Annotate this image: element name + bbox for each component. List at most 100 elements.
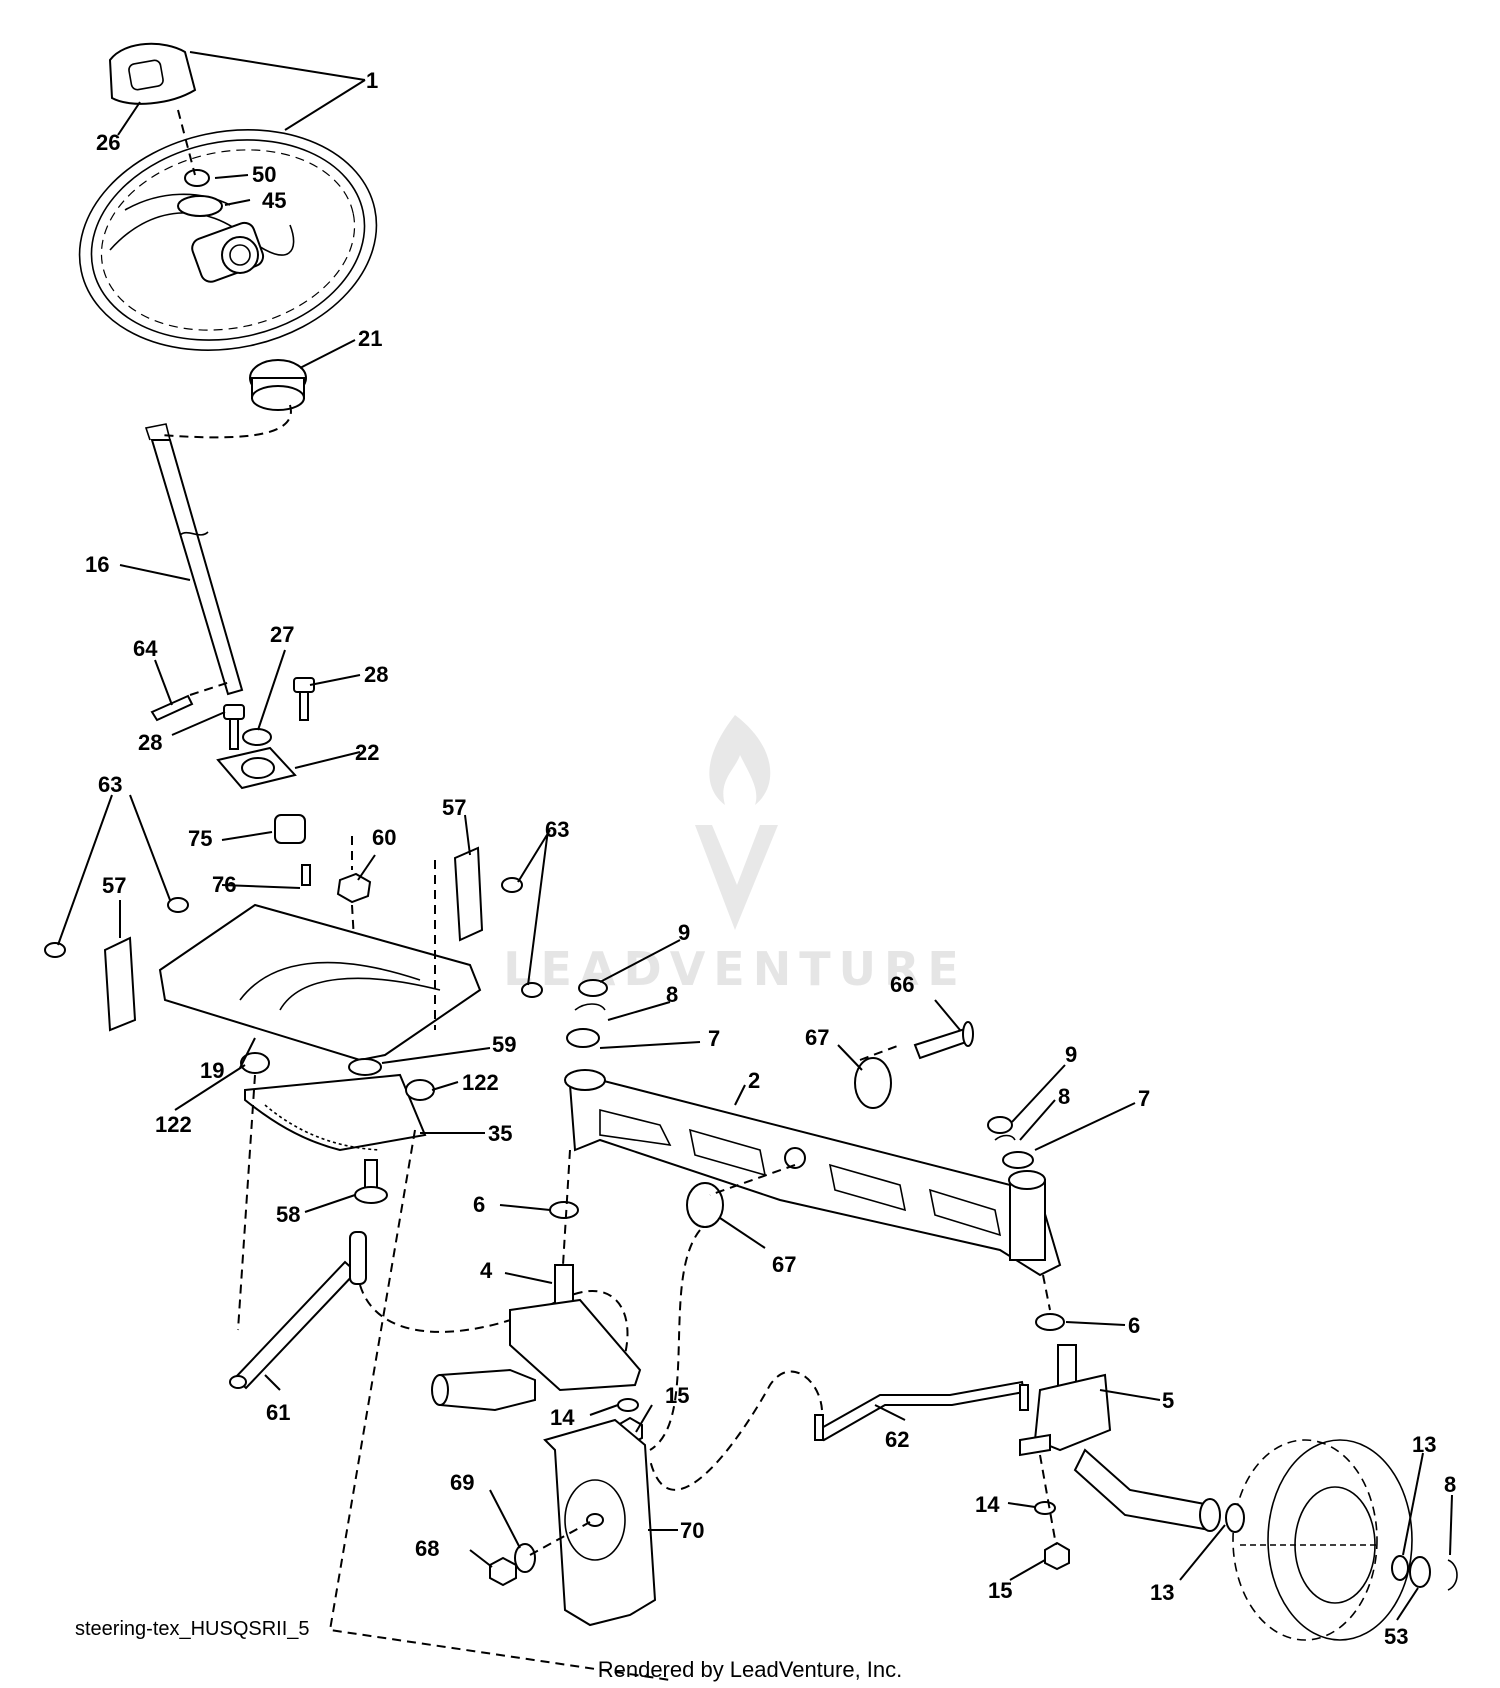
nut-60 xyxy=(336,872,372,904)
callout-67-bottom: 67 xyxy=(772,1252,796,1277)
callout-122-left: 122 xyxy=(155,1112,192,1137)
callout-19: 19 xyxy=(200,1058,224,1083)
tie-rod-62 xyxy=(814,1380,1029,1442)
steering-wheel xyxy=(78,129,378,351)
callout-35: 35 xyxy=(488,1121,512,1146)
callout-61: 61 xyxy=(266,1400,290,1425)
callout-8-left: 8 xyxy=(666,982,678,1007)
washers-9-8-7 xyxy=(566,979,1034,1169)
bolt-28-right xyxy=(293,677,315,721)
callout-50: 50 xyxy=(252,162,276,187)
front-wheel xyxy=(1232,1439,1413,1641)
callout-9-left: 9 xyxy=(678,920,690,945)
callout-16: 16 xyxy=(85,552,109,577)
dash-adapter-to-shaft xyxy=(159,404,292,439)
dash-gear-right xyxy=(328,1129,671,1681)
gear-75 xyxy=(274,814,306,844)
dash-axle-left-down xyxy=(562,1149,571,1266)
callout-28-left: 28 xyxy=(138,730,162,755)
washer-14-left xyxy=(617,1398,639,1412)
callout-7-left: 7 xyxy=(708,1026,720,1051)
callout-13-bottom: 13 xyxy=(1150,1580,1174,1605)
callout-57-right: 57 xyxy=(442,795,466,820)
nut-50 xyxy=(184,169,210,187)
callout-4: 4 xyxy=(480,1258,493,1283)
callout-8-right: 8 xyxy=(1058,1084,1070,1109)
washers-13-53-clip-8 xyxy=(1225,1503,1458,1591)
adapter-21 xyxy=(249,359,307,411)
diagram-caption: steering-tex_HUSQSRII_5 xyxy=(75,1618,310,1640)
callout-58: 58 xyxy=(276,1202,300,1227)
bushing-22 xyxy=(216,746,297,790)
callout-8-wheel: 8 xyxy=(1444,1472,1456,1497)
screw-76 xyxy=(301,864,311,886)
bolt-66 xyxy=(913,1021,974,1060)
spacers-67 xyxy=(686,1057,892,1228)
callout-63-left: 63 xyxy=(98,772,122,797)
front-axle-2 xyxy=(564,1069,1062,1277)
deflector-70 xyxy=(543,1418,657,1627)
callout-60: 60 xyxy=(372,825,396,850)
callout-68: 68 xyxy=(415,1536,439,1561)
bolt-28-left xyxy=(223,704,245,750)
callout-14-left: 14 xyxy=(550,1405,575,1430)
callout-67-top: 67 xyxy=(805,1025,829,1050)
steering-shaft xyxy=(144,423,244,696)
watermark-v-icon xyxy=(695,825,778,930)
callout-14-right: 14 xyxy=(975,1492,1000,1517)
bolts-63 xyxy=(44,877,543,998)
callout-66: 66 xyxy=(890,972,914,997)
callout-7-right: 7 xyxy=(1138,1086,1150,1111)
steering-plate-19 xyxy=(158,903,482,1062)
steering-wheel-cap xyxy=(108,42,197,105)
callout-6-left: 6 xyxy=(473,1192,485,1217)
render-credit: Rendered by LeadVenture, Inc. xyxy=(598,1657,903,1682)
callout-45: 45 xyxy=(262,188,286,213)
bolt-68 xyxy=(489,1556,517,1587)
callout-15-left: 15 xyxy=(665,1383,689,1408)
callout-2: 2 xyxy=(748,1068,760,1093)
dash-tie-rod-left xyxy=(649,1370,823,1491)
bracket-57-right xyxy=(453,846,484,942)
callout-5: 5 xyxy=(1162,1388,1174,1413)
callout-75: 75 xyxy=(188,826,212,851)
dash-axle-pivot xyxy=(709,1044,901,1196)
callout-59: 59 xyxy=(492,1032,516,1057)
dash-axle-right-down xyxy=(1042,1274,1051,1311)
spindle-5 xyxy=(1019,1313,1221,1532)
nut-15-right xyxy=(1044,1541,1070,1571)
callout-63-right: 63 xyxy=(545,817,569,842)
leadventure-watermark: LEADVENTURE xyxy=(503,715,959,996)
callout-53: 53 xyxy=(1384,1624,1408,1649)
washer-69 xyxy=(514,1543,536,1573)
spindle-4 xyxy=(431,1264,642,1412)
callout-15-right: 15 xyxy=(988,1578,1012,1603)
cotter-pin-64 xyxy=(150,681,231,722)
dash-pivot-loop xyxy=(649,1229,701,1451)
callout-70: 70 xyxy=(680,1518,704,1543)
washer-6-left xyxy=(549,1201,579,1219)
callout-6-right: 6 xyxy=(1128,1313,1140,1338)
callout-9-right: 9 xyxy=(1065,1042,1077,1067)
callout-labels: 1 26 50 45 21 16 64 27 28 28 22 63 63 75… xyxy=(85,68,1456,1649)
callout-57-left: 57 xyxy=(102,873,126,898)
callout-76: 76 xyxy=(212,872,236,897)
drag-link-61 xyxy=(229,1231,367,1390)
callout-62: 62 xyxy=(885,1427,909,1452)
washer-27 xyxy=(242,728,272,746)
callout-64: 64 xyxy=(133,636,158,661)
callout-1: 1 xyxy=(366,68,378,93)
dash-cap-to-wheel xyxy=(177,109,196,176)
washer-59 xyxy=(348,1058,382,1076)
callout-22: 22 xyxy=(355,740,379,765)
nuts-122 xyxy=(240,1052,435,1101)
callout-13-top: 13 xyxy=(1412,1432,1436,1457)
callout-26: 26 xyxy=(96,130,120,155)
dash-gear-down xyxy=(237,1074,256,1331)
sector-gear-35 xyxy=(244,1073,427,1152)
watermark-flame-icon xyxy=(709,715,771,805)
callout-28-right: 28 xyxy=(364,662,388,687)
callout-122-right: 122 xyxy=(462,1070,499,1095)
washer-45 xyxy=(177,195,223,217)
washer-14-right xyxy=(1034,1501,1056,1515)
